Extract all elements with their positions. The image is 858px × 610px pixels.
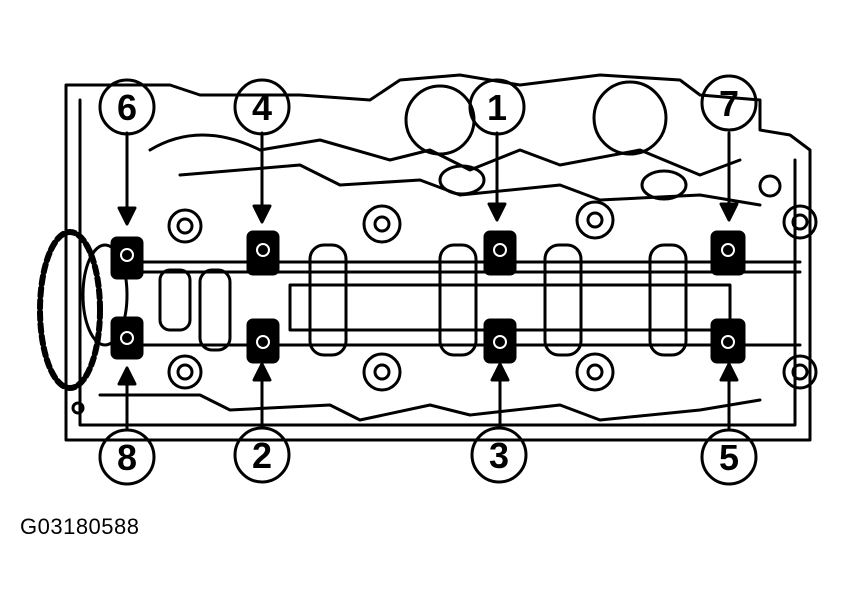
callout-circle-4 (233, 78, 291, 136)
callout-circle-5 (700, 428, 758, 486)
bearing-cap-6 (110, 236, 144, 280)
port-right (592, 80, 668, 156)
bearing-cap-4 (246, 230, 280, 276)
bolt (362, 204, 402, 244)
callout-1: 1 (487, 87, 507, 128)
bolt (167, 208, 203, 244)
arrowheads (117, 202, 739, 386)
upper-casting-detail (148, 133, 742, 177)
bolt (782, 354, 818, 390)
callout-7: 7 (719, 83, 739, 124)
cam-lobe (648, 243, 688, 357)
cam-lobe (308, 243, 348, 357)
leader-lines (125, 131, 731, 430)
callout-5: 5 (719, 437, 739, 478)
timing-gear-hub (81, 243, 129, 347)
bolt (167, 354, 203, 390)
cylinder-head-outline (64, 73, 812, 442)
cam-lobe (198, 268, 232, 352)
callout-circle-1 (468, 78, 526, 136)
bearing-cap-2 (246, 318, 280, 364)
callout-6: 6 (117, 87, 137, 128)
bearing-cap-8 (110, 316, 144, 360)
cam-lobe (158, 268, 192, 332)
bearing-cap-7 (710, 230, 746, 276)
callout-circle-8 (98, 428, 156, 486)
callout-8: 8 (117, 437, 137, 478)
callout-2: 2 (252, 435, 272, 476)
bolt (575, 200, 615, 240)
oval-port-2 (640, 169, 688, 201)
oval-port (438, 164, 486, 196)
head-inner-outline (78, 98, 797, 427)
lower-casting-detail (98, 393, 762, 422)
cam-lobe (438, 243, 478, 357)
bearing-cap-3 (483, 318, 517, 364)
callout-3: 3 (489, 435, 509, 476)
cam-lobe (543, 243, 583, 357)
bolt (575, 352, 615, 392)
callout-circle-3 (470, 426, 528, 484)
callout-circle-6 (98, 78, 156, 136)
bearing-cap-5 (710, 318, 746, 364)
callout-4: 4 (252, 87, 272, 128)
bearing-cap-1 (483, 230, 517, 276)
bolt (782, 204, 818, 240)
small-hole (71, 401, 85, 415)
callout-circle-7 (700, 74, 758, 132)
bolt-group (167, 200, 818, 392)
callout-circle-2 (233, 426, 291, 484)
figure-code: G03180588 (20, 514, 140, 539)
port-left (404, 84, 476, 156)
bolt (362, 352, 402, 392)
sensor-hole (758, 174, 782, 198)
timing-gear (37, 229, 103, 391)
